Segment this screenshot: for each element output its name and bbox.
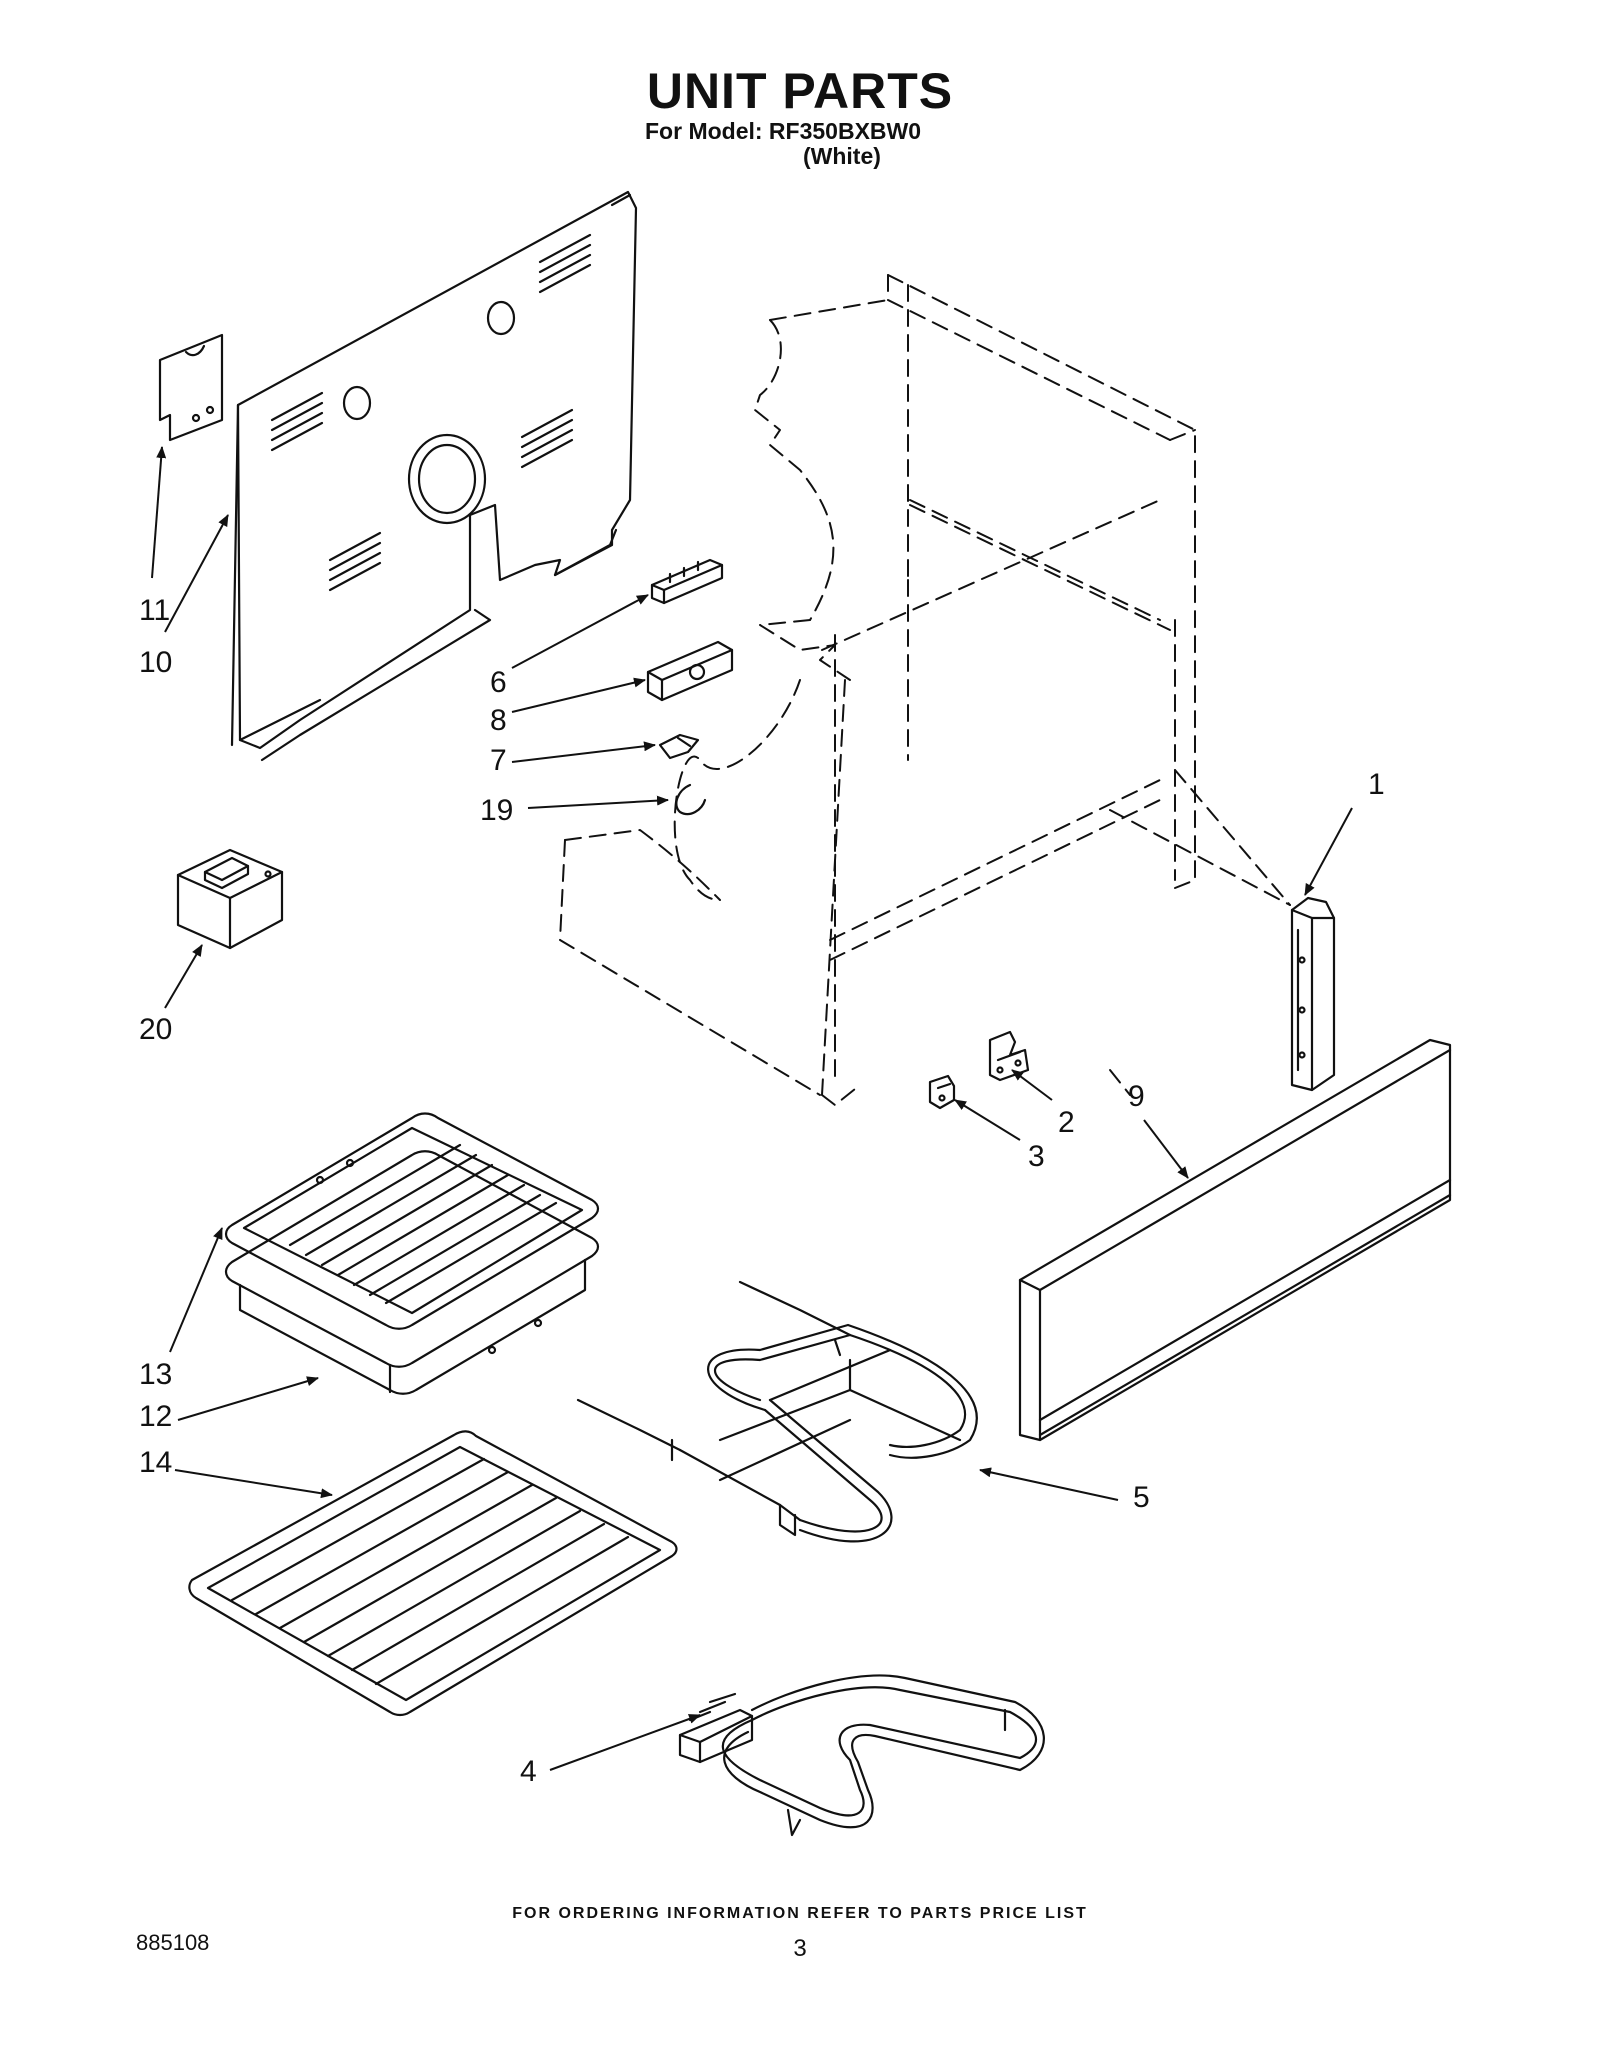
- model-line: For Model: RF350BXBW0: [645, 118, 922, 144]
- leader-5: [979, 1467, 1119, 1501]
- page-number: 3: [793, 1935, 807, 1962]
- clip: [658, 733, 700, 760]
- ring: [675, 783, 707, 816]
- leader-4: [549, 1714, 701, 1771]
- hinge-bracket-2: [988, 1030, 1030, 1082]
- cabinet-frame-outline: [559, 274, 1291, 1106]
- oven-rack: [188, 1430, 678, 1717]
- bracket: [646, 640, 734, 702]
- leader-8: [511, 677, 646, 713]
- leader-9: [1143, 1119, 1189, 1179]
- side-trim: [1290, 896, 1336, 1092]
- callout-11: 11: [139, 594, 171, 627]
- callout-19: 19: [480, 794, 514, 827]
- callout-4: 4: [520, 1755, 537, 1788]
- terminal-block: [650, 558, 724, 605]
- callout-9: 9: [1128, 1080, 1145, 1113]
- leader-11: [151, 446, 167, 579]
- leader-7: [511, 741, 656, 763]
- color-note: (White): [803, 143, 881, 169]
- leader-2: [1011, 1069, 1053, 1101]
- callout-5: 5: [1133, 1481, 1150, 1514]
- document-number: 885108: [136, 1930, 210, 1955]
- callout-10: 10: [139, 646, 173, 679]
- callout-12: 12: [139, 1400, 173, 1433]
- page-title: UNIT PARTS: [646, 63, 954, 119]
- vent-slots-upper-right: [538, 233, 592, 294]
- leader-13: [169, 1227, 223, 1353]
- leader-10: [164, 514, 229, 633]
- callout-13: 13: [139, 1358, 173, 1391]
- hinge-bracket-3: [928, 1074, 956, 1110]
- broiler-grid: [224, 1112, 600, 1330]
- leader-20: [164, 944, 203, 1009]
- callout-7: 7: [490, 744, 507, 777]
- control-box: [176, 848, 284, 950]
- leader-6: [511, 594, 649, 669]
- callout-14: 14: [139, 1446, 173, 1479]
- callout-1: 1: [1368, 768, 1385, 801]
- leader-14: [174, 1469, 333, 1499]
- drawer-panel: [1018, 1038, 1452, 1442]
- leader-19: [527, 795, 669, 809]
- callout-6: 6: [490, 666, 507, 699]
- cover-plate: [158, 333, 224, 442]
- callout-8: 8: [490, 704, 507, 737]
- callout-2: 2: [1058, 1106, 1075, 1139]
- leader-12: [177, 1376, 319, 1421]
- bake-element: [678, 1674, 1045, 1837]
- callout-3: 3: [1028, 1140, 1045, 1173]
- leader-1: [1304, 807, 1353, 896]
- broil-element: [576, 1280, 978, 1543]
- callout-20: 20: [139, 1013, 173, 1046]
- leader-3: [954, 1099, 1021, 1141]
- vent-slots-lower: [328, 531, 382, 592]
- vent-slots-left: [270, 391, 324, 452]
- broiler-pan: [224, 1150, 600, 1395]
- ordering-note: FOR ORDERING INFORMATION REFER TO PARTS …: [512, 1905, 1088, 1922]
- rear-panel: [230, 190, 638, 762]
- vent-slots-right: [520, 408, 574, 469]
